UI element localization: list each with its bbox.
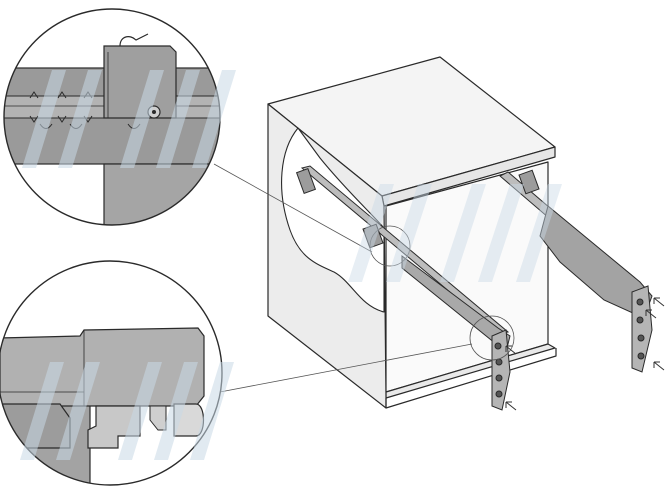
right-plate-hole [637,352,645,360]
right-slide-bracket [539,205,653,319]
detail-view-top [3,8,221,226]
left-front-plate [491,329,511,411]
right-slide [499,169,653,373]
detail-top-spring [119,33,149,47]
detail-top-clip [103,45,177,119]
left-plate-hole [495,374,503,382]
screw-arrow-icon [505,297,665,411]
left-plate-hole [495,358,503,366]
left-rear-clip [295,167,317,195]
detail-marker-bottom [469,315,515,361]
left-slide-bracket [401,255,511,353]
right-rear-clip [518,169,540,195]
watermark-logo [348,184,562,282]
watermark-logo [20,362,234,460]
left-plate-hole [495,390,503,398]
left-plate-hole [494,342,502,350]
detail-marker-top [369,225,411,267]
leader-line-top [213,163,373,253]
detail-bottom-rail [0,327,205,407]
cabinet-bottom-edge [385,348,557,409]
leader-line-bottom [219,343,473,393]
right-plate-hole [637,334,645,342]
right-plate-hole [636,316,644,324]
right-front-plate [631,285,653,373]
right-plate-hole [636,298,644,306]
watermark-logo [22,70,236,168]
left-slide-rail [300,165,510,335]
